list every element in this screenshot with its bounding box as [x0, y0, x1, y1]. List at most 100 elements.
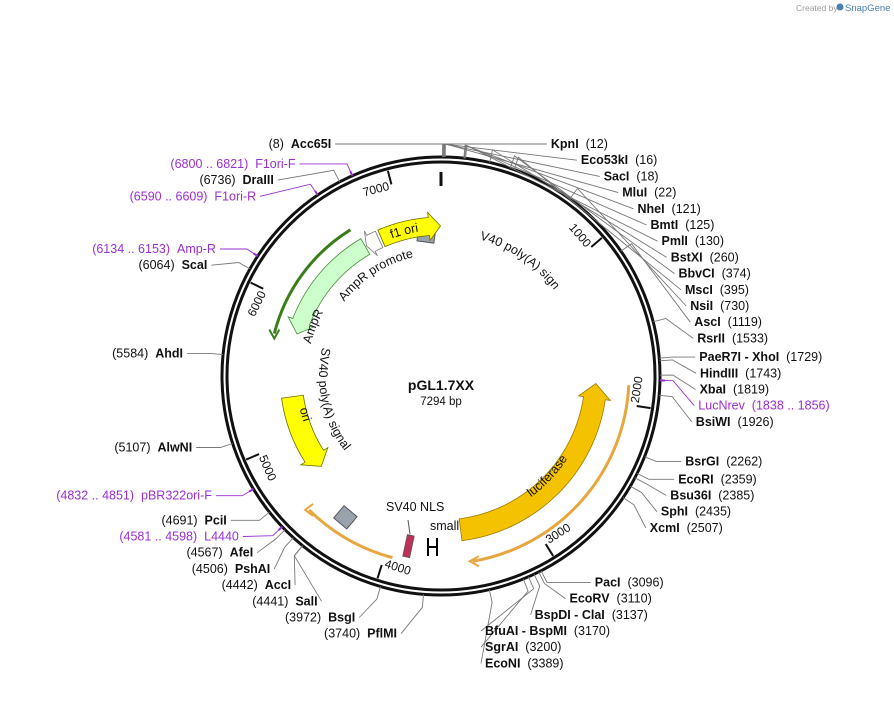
tick-label: 6000: [245, 288, 269, 318]
site-mlui: MluI (22): [622, 186, 676, 200]
site-asci: AscI (1119): [694, 315, 762, 329]
site-coord: (8): [269, 137, 284, 151]
ori-label: ori: [297, 406, 314, 423]
plasmid-name: pGL1.7XX: [408, 377, 475, 393]
site-sphi: SphI (2435): [661, 505, 731, 519]
site-leader: [230, 511, 270, 521]
site-leader: [659, 359, 697, 374]
site-rsrii: RsrII (1533): [697, 331, 768, 345]
site-sali: (4441) SalI: [252, 594, 317, 608]
site-acci: (4442) AccI: [222, 578, 292, 592]
site-leader: [358, 586, 381, 618]
primer-name: F1ori-F: [255, 157, 296, 171]
site-bspdi-clai: BspDI - ClaI (3137): [535, 608, 648, 622]
site-acc65i: (8) Acc65I: [269, 137, 332, 151]
primer-coord: (6800 .. 6821): [170, 157, 248, 171]
primer-pbr322ori-f: (4832 .. 4851) pBR322ori-F: [56, 489, 212, 503]
sv40-nls-leader: [407, 519, 411, 535]
tick-label: 5000: [256, 453, 280, 483]
tick-mark: [376, 564, 383, 579]
primer-leader: [299, 163, 353, 176]
primer-amp-r: (6134 .. 6153) Amp-R: [92, 242, 216, 256]
site-name: DraIII: [243, 173, 274, 187]
site-bsgi: (3972) BsgI: [285, 611, 355, 625]
site-xcmi: XcmI (2507): [650, 521, 723, 535]
site-coord: (395): [720, 283, 749, 297]
site-name: PacI: [595, 575, 621, 589]
site-leader: [273, 537, 294, 570]
site-coord: (3389): [527, 656, 563, 670]
site-coord: (3740): [324, 627, 360, 641]
site-name: AscI: [694, 315, 720, 329]
site-coord: (3096): [627, 575, 663, 589]
site-leader: [443, 143, 600, 177]
site-coord: (3972): [285, 611, 321, 625]
site-leader: [538, 571, 566, 599]
site-coord: (125): [685, 218, 714, 232]
site-leader: [636, 473, 675, 480]
site-name: EcoRI: [678, 472, 713, 486]
primer-coord: (4832 .. 4851): [56, 489, 134, 503]
site-coord: (6736): [199, 173, 235, 187]
luciferase-strand-arc: [472, 385, 631, 563]
ampr-promoter-arrow: [364, 230, 384, 257]
site-name: BbvCI: [679, 267, 715, 281]
site-name: BstXI: [671, 250, 703, 264]
site-leader: [644, 456, 682, 463]
site-leader: [480, 589, 493, 664]
site-coord: (3170): [574, 624, 610, 638]
site-name: AccI: [265, 578, 291, 592]
site-coord: (16): [635, 153, 657, 167]
site-name: XbaI: [700, 383, 726, 397]
site-name: BsiWI: [696, 415, 731, 429]
site-leader: [540, 570, 591, 583]
site-coord: (4442): [222, 578, 258, 592]
site-coord: (730): [720, 299, 749, 313]
primer-binding-mark: [314, 190, 319, 196]
site-coord: (22): [654, 186, 676, 200]
tick-mark: [636, 404, 651, 410]
site-bsrgi: BsrGI (2262): [685, 455, 762, 469]
site-leader: [187, 352, 224, 356]
tick-label: 2000: [628, 375, 646, 404]
sv40-nls-feature: [402, 534, 415, 559]
primer-binding-mark: [277, 526, 283, 531]
site-coord: (1119): [728, 315, 762, 329]
site-coord: (2262): [726, 455, 762, 469]
site-name: PciI: [205, 513, 227, 527]
site-coord: (1729): [786, 350, 822, 364]
site-msci: MscI (395): [685, 283, 749, 297]
f1-ori-arrow: [377, 211, 442, 248]
site-leader: [622, 497, 647, 529]
site-hindiii: HindIII (1743): [700, 366, 781, 380]
site-bbvci: BbvCI (374): [679, 267, 751, 281]
site-coord: (1819): [733, 383, 769, 397]
site-coord: (5107): [114, 441, 150, 455]
primer-name: L4440: [204, 530, 239, 544]
site-coord: (5584): [112, 346, 148, 360]
luciferase-strand-arrowhead: [467, 555, 480, 568]
site-bfuai-bspmi: BfuAI - BspMI (3170): [485, 624, 610, 638]
site-name: AfeI: [230, 546, 254, 560]
site-leader: [620, 243, 691, 323]
site-leader: [630, 485, 658, 512]
snapgene-credit: Created by SnapGene: [796, 3, 890, 14]
site-econi: EcoNI (3389): [485, 656, 564, 670]
tick-mark: [250, 281, 264, 290]
site-coord: (1743): [745, 366, 781, 380]
tick-mark: [544, 543, 554, 557]
primer-leader: [242, 526, 283, 537]
primer-coord: (6590 .. 6609): [130, 189, 208, 203]
site-leader: [659, 394, 693, 423]
orf-strand-arc: [308, 508, 393, 560]
primer-binding-mark: [248, 488, 254, 493]
site-coord: (121): [672, 202, 701, 216]
site-name: PflMI: [367, 627, 397, 641]
site-name: PaeR7I - XhoI: [699, 350, 779, 364]
site-coord: (374): [722, 267, 751, 281]
site-name: PmlI: [662, 234, 688, 248]
site-name: KpnI: [551, 137, 579, 151]
site-leader: [653, 318, 694, 339]
site-coord: (1926): [737, 415, 773, 429]
